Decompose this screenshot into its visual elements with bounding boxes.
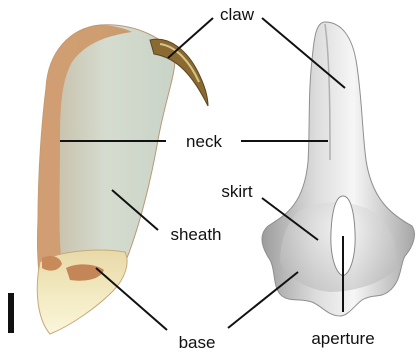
scale-bar xyxy=(8,293,14,333)
base-leader-right xyxy=(228,272,298,328)
label-aperture: aperture xyxy=(311,329,374,348)
label-base: base xyxy=(179,333,216,352)
label-skirt: skirt xyxy=(221,182,252,201)
specimen-photo xyxy=(37,25,208,334)
model-render xyxy=(262,22,414,316)
label-sheath: sheath xyxy=(170,225,221,244)
claw-leader-left xyxy=(168,18,213,58)
label-neck: neck xyxy=(186,132,222,151)
base-leader-left xyxy=(96,268,167,330)
label-claw: claw xyxy=(220,5,255,24)
